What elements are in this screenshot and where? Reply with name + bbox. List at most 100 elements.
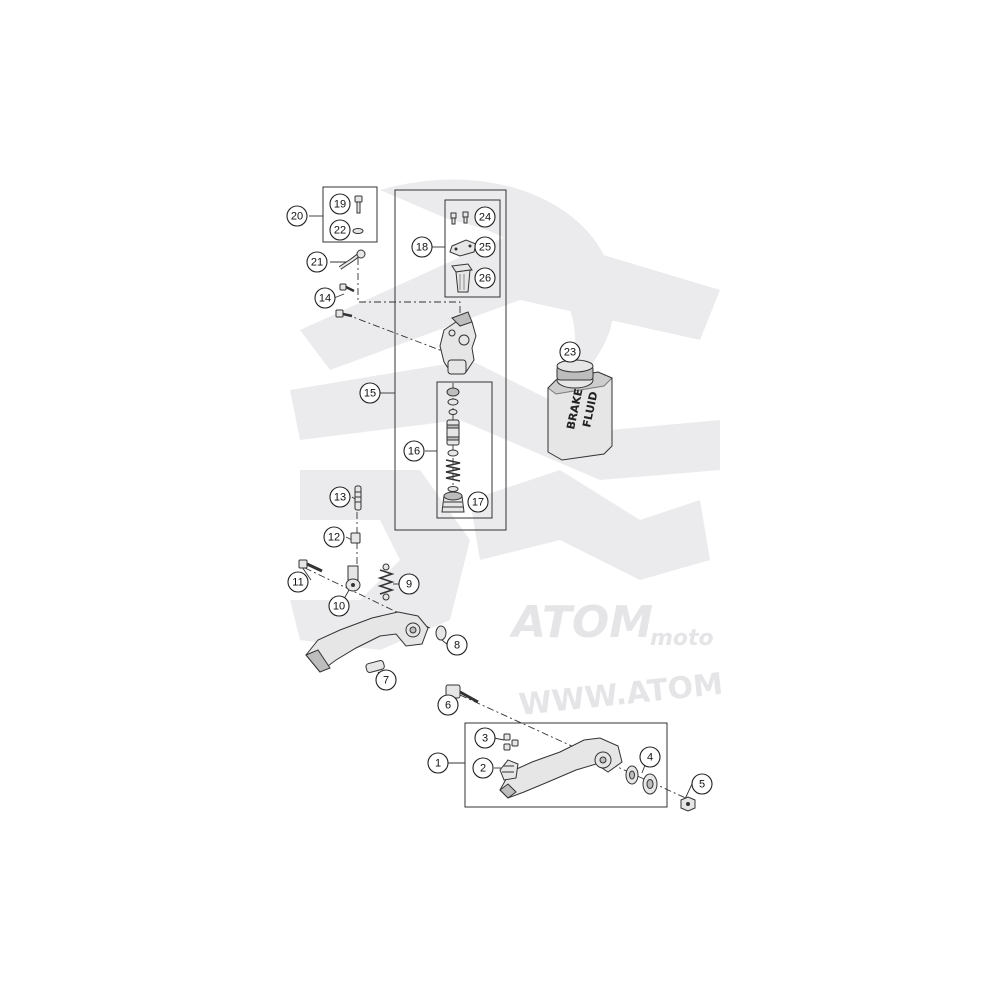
- part-bolt-19: [354, 195, 363, 214]
- callout-circle: [559, 341, 581, 363]
- callout-number: 26: [479, 273, 491, 285]
- callout-9: 9: [398, 573, 420, 595]
- callout-number: 17: [472, 497, 484, 509]
- callout-circle: [474, 727, 496, 749]
- callout-26: 26: [474, 267, 496, 289]
- callout-19: 19: [329, 193, 351, 215]
- callout-circle: [306, 251, 328, 273]
- callout-circle: [286, 205, 308, 227]
- callout-number: 13: [334, 492, 346, 504]
- part-bushings-4: [625, 765, 658, 795]
- callout-3: 3: [474, 727, 496, 749]
- part-brake-pedal-upper: [305, 611, 429, 673]
- part-nut-5: [680, 796, 696, 812]
- callout-4: 4: [639, 746, 661, 768]
- part-bolt-11: [298, 559, 323, 573]
- callout-number: 9: [406, 579, 412, 591]
- callout-circle: [437, 694, 459, 716]
- callout-circle: [446, 634, 468, 656]
- callout-circle: [375, 669, 397, 691]
- box-group-1: [464, 722, 668, 808]
- callout-circle: [691, 773, 713, 795]
- callout-circle: [427, 752, 449, 774]
- callout-circle: [287, 571, 309, 593]
- box-group-15: [394, 189, 507, 531]
- callout-18: 18: [411, 236, 433, 258]
- callout-circle: [323, 526, 345, 548]
- callout-number: 24: [479, 212, 491, 224]
- callout-7: 7: [375, 669, 397, 691]
- part-washer-8: [435, 625, 447, 641]
- callout-circle: [474, 206, 496, 228]
- part-cap-25: [449, 239, 477, 257]
- part-brake-hose-21: [338, 249, 366, 270]
- callout-circle: [403, 440, 425, 462]
- callout-20: 20: [286, 205, 308, 227]
- callout-number: 6: [445, 700, 451, 712]
- callout-circle: [359, 382, 381, 404]
- callout-number: 18: [416, 242, 428, 254]
- callout-circle: [411, 236, 433, 258]
- callout-11: 11: [287, 571, 309, 593]
- watermark-brand: ATOM: [509, 597, 653, 648]
- part-reservoir-26: [451, 263, 473, 293]
- callout-circle: [398, 573, 420, 595]
- callout-15: 15: [359, 382, 381, 404]
- callout-10: 10: [328, 595, 350, 617]
- callout-number: 5: [699, 779, 705, 791]
- part-pin-7: [365, 659, 385, 673]
- part-screws-24: [450, 211, 469, 225]
- callout-number: 7: [383, 675, 389, 687]
- callout-1: 1: [427, 752, 449, 774]
- callout-8: 8: [446, 634, 468, 656]
- callout-number: 19: [334, 199, 346, 211]
- part-bolt-14: [335, 283, 355, 318]
- part-boot-17: [441, 491, 465, 513]
- box-group-20: [322, 186, 378, 243]
- callout-14: 14: [314, 287, 336, 309]
- callout-circle: [329, 486, 351, 508]
- callout-number: 11: [292, 577, 303, 589]
- part-push-rod-13: [354, 485, 362, 511]
- box-group-18: [444, 199, 501, 298]
- part-screws-3: [503, 733, 519, 751]
- callout-12: 12: [323, 526, 345, 548]
- callout-circle: [314, 287, 336, 309]
- callout-circle: [472, 757, 494, 779]
- callout-number: 3: [482, 733, 488, 745]
- callout-circle: [329, 193, 351, 215]
- callout-circle: [639, 746, 661, 768]
- callout-number: 25: [479, 242, 491, 254]
- part-brake-fluid-bottle-23: BRAKE FLUID: [547, 359, 613, 461]
- callout-number: 2: [480, 763, 486, 775]
- part-tip-2: [499, 759, 519, 781]
- callout-number: 23: [564, 347, 576, 359]
- callout-number: 12: [328, 532, 340, 544]
- part-master-cylinder: [439, 311, 477, 375]
- callout-24: 24: [474, 206, 496, 228]
- callout-number: 15: [364, 388, 376, 400]
- callout-2: 2: [472, 757, 494, 779]
- part-washer-22: [352, 228, 364, 234]
- callout-23: 23: [559, 341, 581, 363]
- part-piston-kit-16: [445, 387, 461, 492]
- box-group-16: [436, 381, 493, 519]
- callout-13: 13: [329, 486, 351, 508]
- callout-number: 1: [435, 758, 441, 770]
- callout-21: 21: [306, 251, 328, 273]
- callout-number: 21: [311, 257, 323, 269]
- callout-circle: [329, 219, 351, 241]
- callout-number: 16: [408, 446, 420, 458]
- callout-number: 22: [334, 225, 346, 237]
- callout-16: 16: [403, 440, 425, 462]
- callout-17: 17: [467, 491, 489, 513]
- watermark-url: WWW.ATOM: [517, 667, 724, 723]
- callout-6: 6: [437, 694, 459, 716]
- callout-22: 22: [329, 219, 351, 241]
- callout-number: 10: [333, 601, 345, 613]
- part-nut-12: [350, 532, 361, 544]
- callout-25: 25: [474, 236, 496, 258]
- callout-circle: [328, 595, 350, 617]
